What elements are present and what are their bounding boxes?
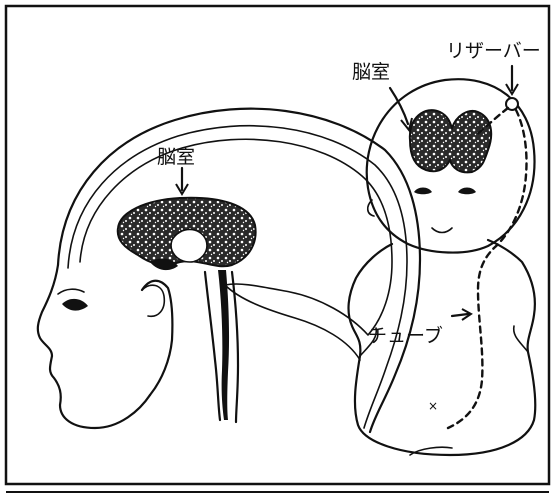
child-body xyxy=(349,240,536,455)
label-brain-ventricle-right: 脳室 xyxy=(352,61,390,83)
jaw-line xyxy=(142,281,172,395)
ear xyxy=(142,285,164,316)
face-profile xyxy=(38,265,150,428)
child-mouth xyxy=(432,228,452,233)
eye xyxy=(62,299,88,311)
ventricle-front-view xyxy=(410,110,491,172)
navel-mark: × xyxy=(428,399,438,413)
child-arm-right xyxy=(514,326,528,352)
child-eye-right xyxy=(458,188,476,195)
label-reservoir: リザーバー xyxy=(446,40,541,62)
side-head-illustration: 脳室 xyxy=(38,109,420,432)
eyebrow xyxy=(58,289,84,294)
label-brain-ventricle-left: 脳室 xyxy=(157,146,195,168)
cerebellum-outline xyxy=(225,285,360,360)
label-tube: チューブ xyxy=(368,324,443,347)
child-eye-left xyxy=(414,188,432,195)
brain-stem xyxy=(205,272,220,420)
third-ventricle xyxy=(171,230,207,263)
tube-arrow-shaft xyxy=(452,314,468,316)
figure-frame xyxy=(6,6,549,484)
spinal-canal xyxy=(218,270,229,420)
